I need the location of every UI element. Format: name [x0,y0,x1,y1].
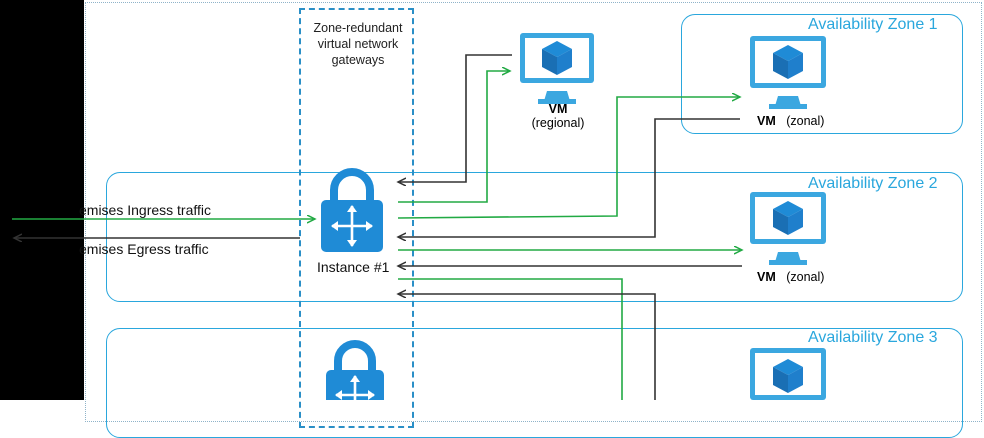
availability-zone-1 [681,14,963,134]
regional-vm-return-arrow [398,54,512,182]
regional-vm-label: VM (regional) [520,102,596,130]
regional-vm-qualifier: (regional) [531,116,585,130]
gateway-group-label: Zone-redundant virtual network gateways [299,20,417,68]
connections-layer [12,33,826,400]
zone1-vm-qualifier: (zonal) [786,114,825,128]
zone2-vm-qualifier: (zonal) [786,270,825,284]
regional-vm-name: VM [548,102,568,116]
zone1-vm-label: VM (zonal) [757,112,824,130]
availability-zone-3-label: Availability Zone 3 [808,329,938,346]
vm-monitor-icon [520,33,594,104]
zone3-vm-send-arrow [398,278,623,400]
zone3-vm-return-arrow [398,294,656,400]
gateway-lock-icon [321,168,383,252]
zone1-vm-send-arrow [397,97,740,219]
zone1-vm-return-arrow [398,118,740,237]
availability-zone-2 [106,172,963,302]
gateway-instance-label: Instance #1 [317,259,390,275]
ingress-traffic-label: emises Ingress traffic [79,202,212,218]
vm-monitor-icon [750,36,826,109]
vm-monitor-icon [750,348,826,400]
zone1-vm-name: VM [757,114,776,128]
gateway-group-label-line-2: virtual network [317,37,399,51]
zone2-vm-label: VM (zonal) [757,268,824,286]
gateway-group-label-line-1: Zone-redundant [313,21,403,35]
egress-traffic-label: emises Egress traffic [79,241,209,257]
availability-zone-1-label: Availability Zone 1 [808,16,938,33]
gateway-group-label-line-3: gateways [331,53,385,67]
left-black-panel [0,0,84,400]
vm-monitor-icon [750,192,826,265]
zone2-vm-name: VM [757,270,776,284]
availability-zone-2-label: Availability Zone 2 [808,175,938,192]
regional-vm-send-arrow [398,71,510,203]
gateway-lock-icon [326,340,384,400]
